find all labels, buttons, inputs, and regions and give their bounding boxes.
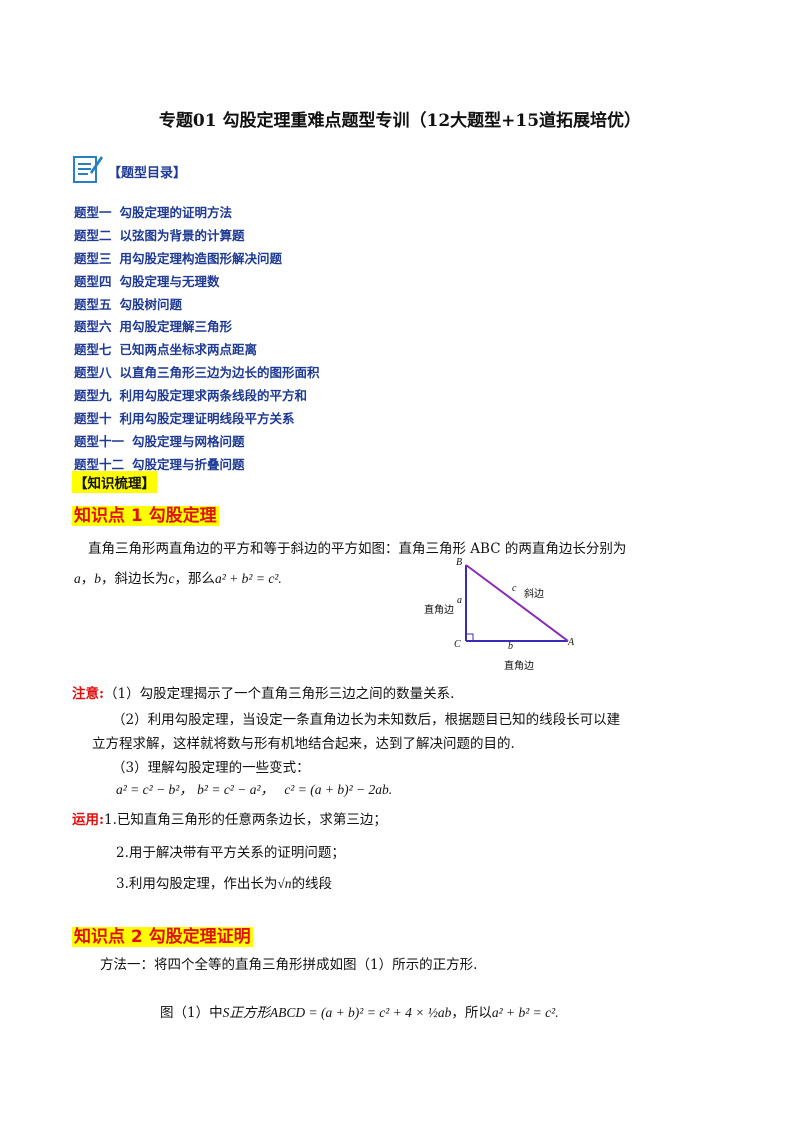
usage-line3: 3.利用勾股定理，作出长为√n的线段	[116, 876, 333, 892]
kp1-line2: a，b，斜边长为c，那么a² + b² = c².	[74, 571, 282, 587]
note-line2b: 立方程求解，这样就将数与形有机地结合起来，达到了解决问题的目的.	[92, 736, 515, 752]
kp1-line1: 直角三角形两直角边的平方和等于斜边的平方如图：直角三角形 ABC 的两直角边长分…	[88, 541, 627, 557]
toc-heading: 【题型目录】	[108, 166, 187, 181]
toc-item[interactable]: 题型十二勾股定理与折叠问题	[74, 456, 245, 472]
side-b-label: b	[508, 641, 513, 652]
side-c-label: c	[512, 583, 517, 594]
knowledge-tag: 【知识梳理】	[72, 471, 157, 493]
toc-item[interactable]: 题型九利用勾股定理求两条线段的平方和	[74, 388, 308, 404]
toc-item[interactable]: 题型八以直角三角形三边为边长的图形面积	[74, 365, 320, 381]
usage-line2: 2.用于解决带有平方关系的证明问题；	[116, 845, 345, 861]
note-formulas: a² = c² − b²， b² = c² − a²， c² = (a + b)…	[116, 782, 393, 797]
vertex-c-label: C	[454, 639, 461, 650]
note-line3: （3）理解勾股定理的一些变式：	[112, 760, 310, 776]
note-line1: 注意:（1）勾股定理揭示了一个直角三角形三边之间的数量关系.	[72, 686, 455, 702]
leg-vertical-label: 直角边	[424, 605, 454, 616]
toc-item[interactable]: 题型一勾股定理的证明方法	[74, 205, 233, 220]
toc-item[interactable]: 题型四勾股定理与无理数	[74, 273, 220, 289]
usage-line1: 运用:1.已知直角三角形的任意两条边长，求第三边；	[72, 812, 387, 828]
notepad-icon	[72, 152, 104, 184]
side-a-label: a	[457, 595, 462, 606]
toc-item[interactable]: 题型七已知两点坐标求两点距离	[74, 342, 258, 358]
toc-list: 题型一勾股定理的证明方法 题型二以弦图为背景的计算题 题型三用勾股定理构造图形解…	[74, 202, 320, 477]
kp2-formula-line: 图（1）中S正方形ABCD = (a + b)² = c² + 4 × ½ab，…	[160, 1005, 559, 1021]
toc-item[interactable]: 题型三用勾股定理构造图形解决问题	[74, 250, 283, 266]
kp2-heading: 知识点 2 勾股定理证明	[72, 927, 253, 947]
vertex-b-label: B	[456, 557, 463, 568]
toc-item[interactable]: 题型十利用勾股定理证明线段平方关系	[74, 411, 295, 427]
toc-item[interactable]: 题型二以弦图为背景的计算题	[74, 227, 245, 243]
toc-item[interactable]: 题型十一勾股定理与网格问题	[74, 433, 245, 449]
vertex-a-label: A	[568, 637, 575, 648]
page-title: 专题01 勾股定理重难点题型专训（12大题型+15道拓展培优）	[158, 111, 642, 131]
note-line2a: （2）利用勾股定理，当设定一条直角边长为未知数后，根据题目已知的线段长可以建	[112, 712, 621, 728]
leg-horizontal-label: 直角边	[504, 661, 534, 672]
toc-item[interactable]: 题型六用勾股定理解三角形	[74, 319, 233, 335]
toc-item[interactable]: 题型五勾股树问题	[74, 296, 183, 312]
right-triangle-figure: B C A a b c 直角边 直角边 斜边	[420, 555, 580, 673]
kp1-heading: 知识点 1 勾股定理	[72, 506, 219, 526]
hypotenuse-label: 斜边	[524, 589, 544, 600]
kp2-method1: 方法一：将四个全等的直角三角形拼成如图（1）所示的正方形.	[100, 957, 478, 973]
